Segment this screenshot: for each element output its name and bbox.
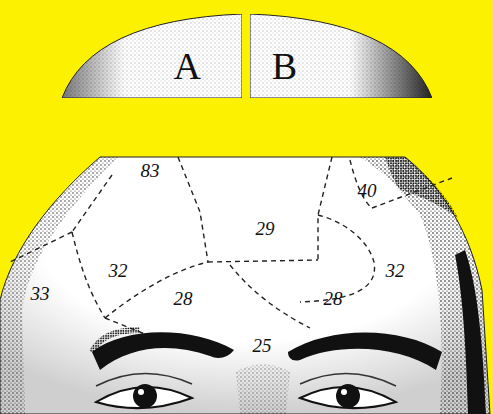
callout-number: 28 xyxy=(324,289,343,308)
piece-letter: B xyxy=(272,47,297,85)
cap-stipple xyxy=(62,14,242,98)
cap-outline xyxy=(62,14,242,98)
callout-number: 40 xyxy=(358,181,377,200)
callout-number: 25 xyxy=(253,336,272,355)
cap-shape xyxy=(62,14,242,98)
callout-number: 29 xyxy=(256,219,275,238)
cap-shape xyxy=(250,14,432,98)
callout-number: 28 xyxy=(174,289,193,308)
callout-number: 33 xyxy=(31,284,50,303)
piece-letter: A xyxy=(174,47,201,85)
callout-number: 83 xyxy=(141,161,160,180)
skull-cap-piece: A xyxy=(62,14,242,98)
callout-number: 32 xyxy=(109,261,128,280)
skull-cap-piece: B xyxy=(250,14,432,98)
callout-number: 32 xyxy=(386,261,405,280)
cap-stipple xyxy=(250,14,432,98)
